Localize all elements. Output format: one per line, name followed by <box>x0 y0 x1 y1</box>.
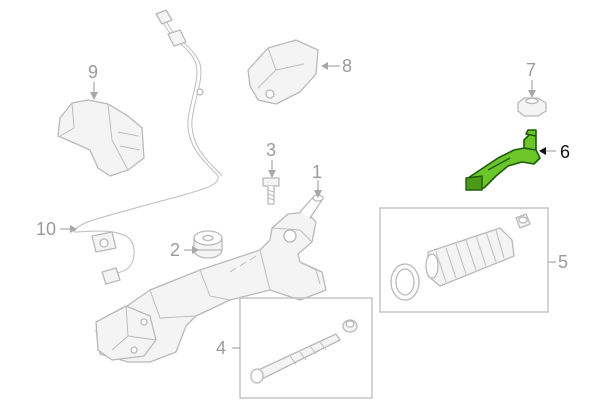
leader-lines <box>60 62 556 349</box>
part-10-harness[interactable] <box>73 9 223 285</box>
part-6-outer-tie-rod-end[interactable] <box>465 129 541 191</box>
part-5-boot-kit[interactable] <box>379 207 549 313</box>
callout-9: 9 <box>88 62 98 82</box>
callout-8: 8 <box>342 56 352 76</box>
part-4-inner-tie-rod[interactable] <box>239 297 373 399</box>
part-9-heat-shield[interactable] <box>57 99 145 177</box>
part-3-bolt[interactable] <box>262 177 280 205</box>
part-8-cover[interactable] <box>247 39 319 105</box>
callout-10: 10 <box>36 219 56 239</box>
part-7-nut[interactable] <box>517 97 547 117</box>
callout-7: 7 <box>526 60 536 80</box>
part-1-steering-rack[interactable] <box>95 194 327 363</box>
callout-2: 2 <box>170 240 180 260</box>
part-2-bushing[interactable] <box>193 230 223 259</box>
callout-1: 1 <box>312 162 322 182</box>
callout-6: 6 <box>560 142 570 162</box>
callout-5: 5 <box>558 252 568 272</box>
callout-3: 3 <box>266 140 276 160</box>
callout-4: 4 <box>216 338 226 358</box>
